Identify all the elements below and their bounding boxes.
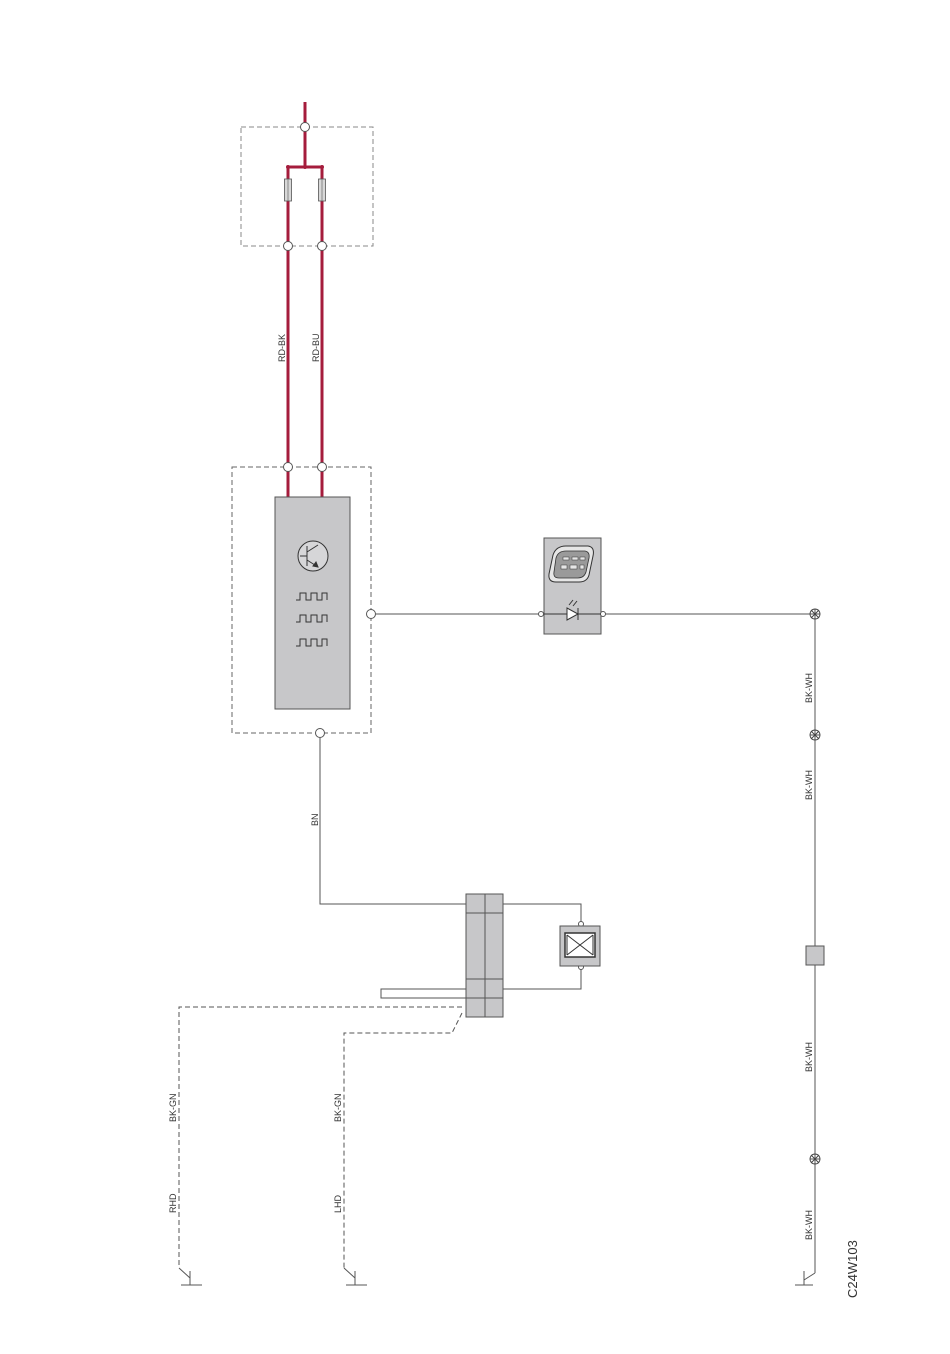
- control-panel-icon: [549, 546, 594, 582]
- splice-icon: [810, 730, 820, 740]
- wire-loop: [381, 989, 466, 998]
- wire-rhd-dashed: [179, 1007, 462, 1268]
- transistor-icon: [298, 541, 328, 571]
- splice-icon: [810, 609, 820, 619]
- terminal-fuse-out-2: [318, 242, 327, 251]
- ground-icon: [344, 1268, 367, 1285]
- fuse-icon: [285, 179, 292, 201]
- wire-lhd-dashed: [344, 1013, 462, 1268]
- terminal-fuse-out-1: [284, 242, 293, 251]
- terminal-module-out-right: [367, 610, 376, 619]
- fuse-box-outline: [241, 127, 373, 246]
- wire-bn: [320, 738, 466, 904]
- ground-icon: [179, 1268, 202, 1285]
- wire-label-rd-bk: RD-BK: [277, 334, 287, 362]
- diagram-code: C24W103: [845, 1240, 860, 1298]
- terminal-module-out-bottom: [316, 729, 325, 738]
- variant-label-rhd: RHD: [168, 1193, 178, 1213]
- wire-label-rd-bu: RD-BU: [311, 334, 321, 363]
- terminal-feed-top: [301, 123, 310, 132]
- wire-label-bk-wh-3: BK-WH: [804, 1042, 814, 1072]
- splice-icon: [810, 1154, 820, 1164]
- terminal-module-in-2: [318, 463, 327, 472]
- terminal-led-out: [601, 612, 606, 617]
- control-module: [275, 497, 350, 709]
- variant-label-lhd: LHD: [333, 1194, 343, 1213]
- wire-switch-top: [503, 904, 581, 924]
- power-wires: [288, 245, 322, 497]
- wire-label-bk-wh-2: BK-WH: [804, 770, 814, 800]
- switch-icon: [560, 926, 600, 966]
- wire-label-bn: BN: [310, 813, 320, 826]
- fuse-icon: [319, 179, 326, 201]
- wire-label-bk-gn-rhd: BK-GN: [168, 1093, 178, 1122]
- wire-label-bk-wh-4: BK-WH: [804, 1210, 814, 1240]
- terminal-led-in: [539, 612, 544, 617]
- terminal-module-in-1: [284, 463, 293, 472]
- wire-switch-bottom: [503, 969, 581, 989]
- splice-dot-left: [286, 165, 290, 169]
- ground-icon: [795, 1271, 815, 1285]
- connector-block-small: [806, 946, 824, 965]
- wire-label-bk-gn-lhd: BK-GN: [333, 1093, 343, 1122]
- switch-connector-block: [466, 894, 503, 1017]
- splice-dot: [303, 165, 307, 169]
- wire-label-bk-wh-1: BK-WH: [804, 673, 814, 703]
- splice-dot-right: [320, 165, 324, 169]
